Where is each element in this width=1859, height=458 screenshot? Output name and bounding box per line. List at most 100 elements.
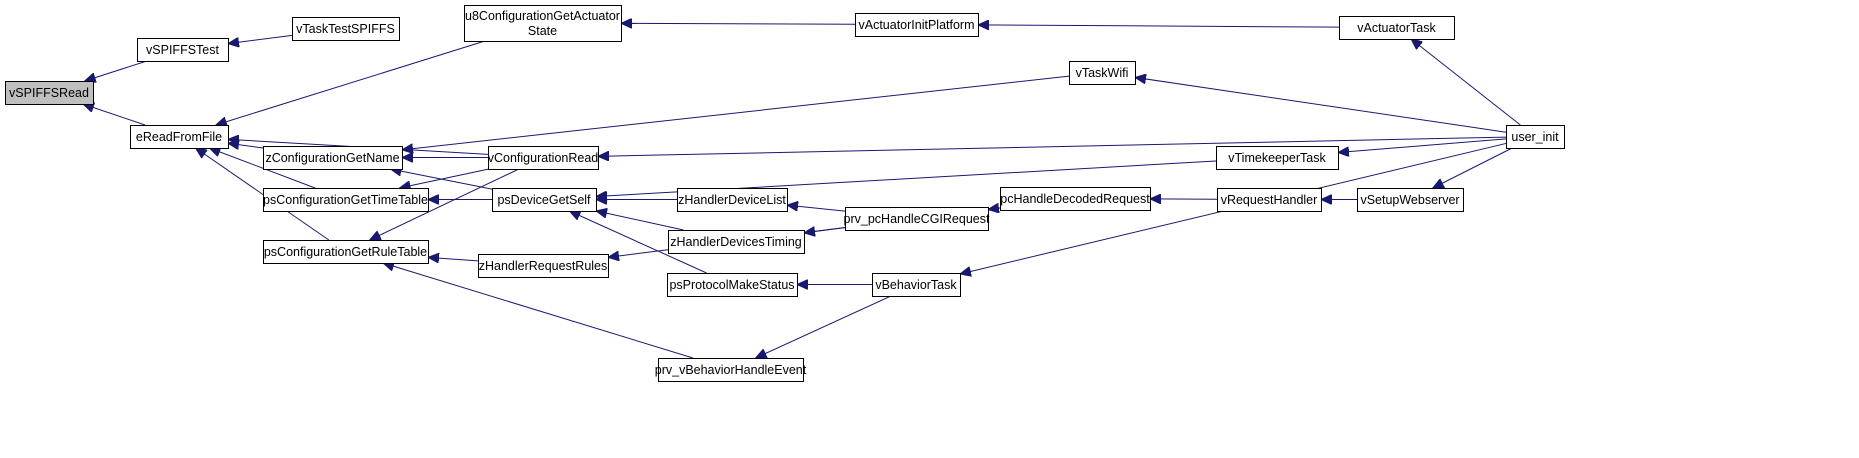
node-box bbox=[1216, 146, 1339, 170]
edge-user-init-to-v-actuator-task bbox=[1411, 39, 1521, 126]
node-label: vSetupWebserver bbox=[1360, 193, 1459, 207]
node-label: pcHandleDecodedRequest bbox=[1000, 192, 1150, 206]
node-z-handler-request-rules[interactable]: zHandlerRequestRules bbox=[478, 254, 609, 278]
node-user-init[interactable]: user_init bbox=[1506, 125, 1565, 149]
node-box bbox=[263, 188, 429, 212]
node-box bbox=[1069, 61, 1136, 85]
edge-v-configuration-read-to-ps-configuration-get-time-table bbox=[400, 168, 490, 188]
node-ps-device-get-self[interactable]: psDeviceGetSelf bbox=[492, 188, 597, 212]
node-box bbox=[488, 146, 599, 170]
node-label: vRequestHandler bbox=[1221, 193, 1318, 207]
node-label-line2: State bbox=[528, 24, 557, 38]
node-prv-v-behavior-handle-event[interactable]: prv_vBehaviorHandleEvent bbox=[655, 358, 807, 382]
node-label: psConfigurationGetTimeTable bbox=[263, 193, 428, 207]
edge-user-init-to-v-configuration-read bbox=[598, 136, 1507, 156]
node-label: zHandlerDevicesTiming bbox=[670, 235, 802, 249]
node-label: prv_pcHandleCGIRequest bbox=[844, 212, 990, 226]
node-box bbox=[130, 125, 229, 149]
edge-z-configuration-get-name-to-e-read-from-file bbox=[228, 143, 264, 148]
node-box bbox=[478, 254, 609, 278]
node-box bbox=[658, 358, 804, 382]
node-v-task-wifi[interactable]: vTaskWifi bbox=[1069, 61, 1136, 85]
node-box bbox=[667, 273, 798, 297]
node-box bbox=[1357, 188, 1464, 212]
node-v-configuration-read[interactable]: vConfigurationRead bbox=[488, 146, 599, 170]
edge-u8-configuration-get-actuator-state-to-e-read-from-file bbox=[216, 40, 486, 125]
node-box bbox=[677, 188, 788, 212]
node-box bbox=[1339, 16, 1455, 40]
edge-user-init-to-v-setup-webserver bbox=[1433, 147, 1513, 188]
node-label: vActuatorInitPlatform bbox=[858, 18, 974, 32]
node-v-spiffstest[interactable]: vSPIFFSTest bbox=[137, 38, 229, 62]
node-box bbox=[855, 13, 979, 37]
node-pc-handle-decoded-request[interactable]: pcHandleDecodedRequest bbox=[1000, 187, 1151, 211]
edge-v-spiffstest-to-v-spiffsread bbox=[85, 60, 147, 81]
node-ps-protocol-make-status[interactable]: psProtocolMakeStatus bbox=[667, 273, 798, 297]
edge-v-task-wifi-to-z-configuration-get-name bbox=[402, 75, 1070, 150]
edge-user-init-to-v-task-wifi bbox=[1135, 77, 1507, 133]
node-label: vSPIFFSRead bbox=[9, 86, 89, 100]
edge-user-init-to-v-timekeeper-task bbox=[1338, 138, 1507, 153]
node-prv-pc-handle-cgirequest[interactable]: prv_pcHandleCGIRequest bbox=[844, 207, 990, 231]
node-label: vSPIFFSTest bbox=[146, 43, 219, 57]
edge-v-actuator-task-to-v-actuator-init-platform bbox=[978, 25, 1340, 27]
node-label: zConfigurationGetName bbox=[265, 151, 399, 165]
node-v-spiffsread[interactable]: vSPIFFSRead bbox=[5, 81, 94, 105]
node-label: vTaskWifi bbox=[1076, 66, 1129, 80]
node-box bbox=[1000, 187, 1151, 211]
node-v-behavior-task[interactable]: vBehaviorTask bbox=[872, 273, 961, 297]
edge-z-handler-devices-timing-to-ps-device-get-self bbox=[596, 211, 684, 231]
node-e-read-from-file[interactable]: eReadFromFile bbox=[130, 125, 229, 149]
edge-ps-configuration-get-time-table-to-e-read-from-file bbox=[209, 148, 316, 189]
node-label: psDeviceGetSelf bbox=[497, 193, 591, 207]
node-ps-configuration-get-rule-table[interactable]: psConfigurationGetRuleTable bbox=[263, 240, 429, 264]
node-box bbox=[668, 230, 805, 254]
edge-ps-configuration-get-rule-table-to-e-read-from-file bbox=[196, 148, 330, 241]
node-v-setup-webserver[interactable]: vSetupWebserver bbox=[1357, 188, 1464, 212]
node-label: vConfigurationRead bbox=[488, 151, 599, 165]
edge-v-task-test-spiffs-to-v-spiffstest bbox=[228, 34, 293, 43]
node-box bbox=[1506, 125, 1565, 149]
node-ps-configuration-get-time-table[interactable]: psConfigurationGetTimeTable bbox=[263, 188, 429, 212]
node-v-actuator-task[interactable]: vActuatorTask bbox=[1339, 16, 1455, 40]
node-v-request-handler[interactable]: vRequestHandler bbox=[1217, 188, 1322, 212]
edge-prv-v-behavior-handle-event-to-ps-configuration-get-rule-table bbox=[383, 263, 694, 359]
node-label: vActuatorTask bbox=[1357, 21, 1436, 35]
node-label: user_init bbox=[1511, 130, 1559, 144]
node-v-timekeeper-task[interactable]: vTimekeeperTask bbox=[1216, 146, 1339, 170]
node-box bbox=[872, 273, 961, 297]
edge-e-read-from-file-to-v-spiffsread bbox=[83, 104, 146, 126]
edge-ps-protocol-make-status-to-ps-device-get-self bbox=[569, 211, 707, 274]
node-label: psConfigurationGetRuleTable bbox=[264, 245, 427, 259]
node-label: zHandlerDeviceList bbox=[678, 193, 786, 207]
node-label: u8ConfigurationGetActuator bbox=[465, 9, 620, 23]
node-box bbox=[263, 146, 403, 170]
edge-pc-handle-decoded-request-to-prv-pc-handle-cgirequest bbox=[988, 208, 1001, 210]
edge-prv-pc-handle-cgirequest-to-z-handler-device-list bbox=[787, 205, 846, 212]
node-label: eReadFromFile bbox=[136, 130, 222, 144]
nodes-layer: vSPIFFSRead vSPIFFSTest vTaskTestSPIFFS eRe… bbox=[5, 5, 1565, 382]
node-z-configuration-get-name[interactable]: zConfigurationGetName bbox=[263, 146, 403, 170]
node-z-handler-device-list[interactable]: zHandlerDeviceList bbox=[677, 188, 788, 212]
node-v-actuator-init-platform[interactable]: vActuatorInitPlatform bbox=[855, 13, 979, 37]
edge-v-actuator-init-platform-to-u8-configuration-get-actuator-state bbox=[621, 23, 856, 24]
edge-v-behavior-task-to-prv-v-behavior-handle-event bbox=[756, 295, 892, 358]
node-label: zHandlerRequestRules bbox=[479, 259, 608, 273]
node-label: vTimekeeperTask bbox=[1228, 151, 1326, 165]
node-box bbox=[263, 240, 429, 264]
node-label: vBehaviorTask bbox=[875, 278, 957, 292]
node-box bbox=[464, 5, 622, 42]
node-z-handler-devices-timing[interactable]: zHandlerDevicesTiming bbox=[668, 230, 805, 254]
edge-z-handler-request-rules-to-ps-configuration-get-rule-table bbox=[428, 257, 479, 261]
node-box bbox=[492, 188, 597, 212]
node-label: vTaskTestSPIFFS bbox=[296, 22, 395, 36]
node-box bbox=[292, 17, 400, 41]
node-box bbox=[845, 207, 989, 231]
node-label: prv_vBehaviorHandleEvent bbox=[655, 363, 807, 377]
edge-v-configuration-read-to-ps-configuration-get-rule-table bbox=[370, 168, 520, 240]
node-box bbox=[137, 38, 229, 62]
node-v-task-test-spiffs[interactable]: vTaskTestSPIFFS bbox=[292, 17, 400, 41]
node-box bbox=[1217, 188, 1322, 212]
